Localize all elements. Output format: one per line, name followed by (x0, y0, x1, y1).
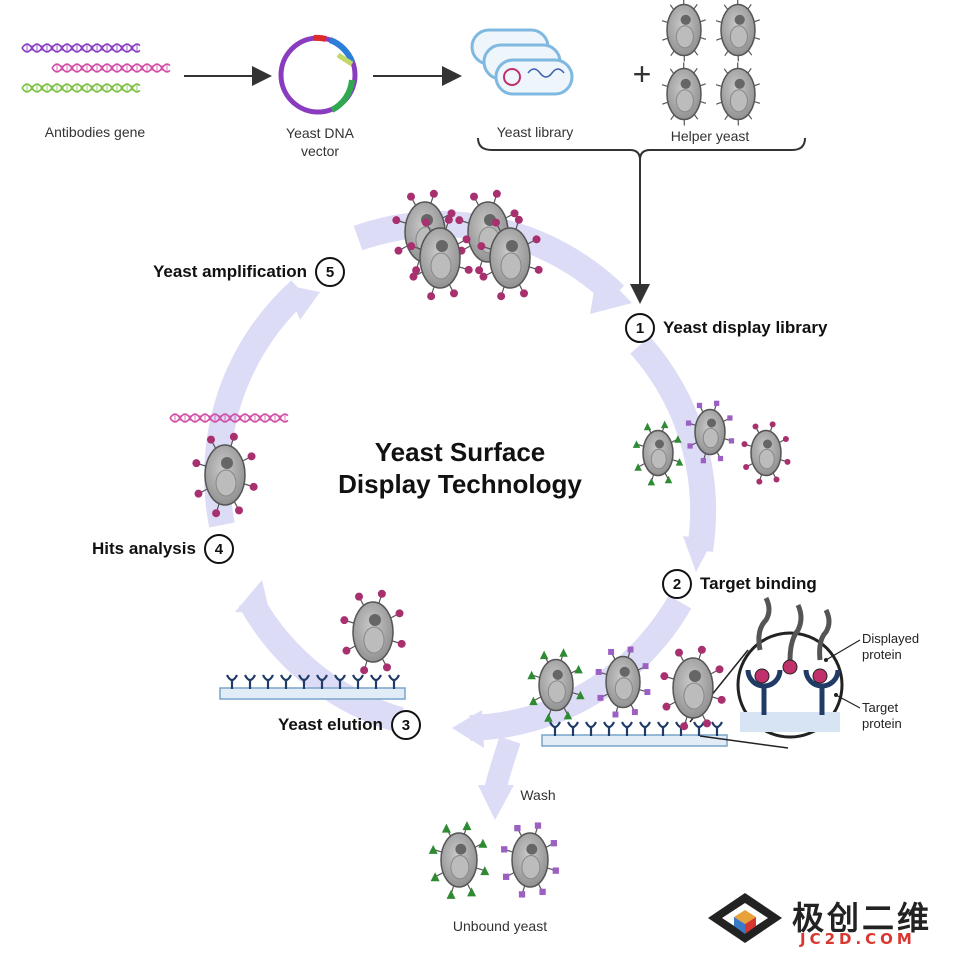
step-1-label: Yeast display library (663, 318, 828, 337)
elution-plate (219, 687, 406, 700)
bound-yeast-cell (660, 645, 726, 731)
binding-yeast-purple (595, 646, 651, 718)
dna-strands-icon (21, 43, 171, 93)
step-3: 3 Yeast elution (278, 710, 421, 740)
library-yeast-purple (685, 400, 735, 464)
step-4-label: Hits analysis (92, 539, 196, 558)
step-2: 2 Target binding (662, 569, 817, 599)
step-3-label: Yeast elution (278, 715, 383, 734)
amplified-yeast-cell-3 (407, 215, 473, 301)
plus-sign: + (632, 56, 652, 92)
watermark-url-text: JC2D.COM (800, 930, 916, 948)
yeast-dna-vector-label: Yeast DNA vector (286, 125, 354, 159)
target-antibodies (549, 721, 723, 736)
amplified-yeast-cell-4 (477, 215, 543, 301)
watermark-logo (708, 893, 782, 943)
displayed-protein-label: Displayed protein (862, 631, 920, 662)
library-yeast-green (632, 420, 684, 486)
step-1-number: 1 (625, 313, 655, 343)
step-4: 4 Hits analysis (92, 534, 234, 564)
helper-yeast-cell-2 (715, 0, 761, 62)
wash-label: Wash (520, 787, 556, 803)
step-5-number: 5 (315, 257, 345, 287)
unbound-yeast-label: Unbound yeast (452, 918, 548, 934)
step-4-number: 4 (203, 534, 234, 564)
antibodies-gene-label: Antibodies gene (44, 124, 146, 140)
diagram-title: Yeast Surface Display Technology (338, 437, 582, 499)
step-2-number: 2 (662, 569, 692, 599)
yeast-library-label: Yeast library (496, 124, 574, 140)
step-3-number: 3 (390, 710, 421, 740)
target-protein-label: Target protein (862, 700, 902, 731)
helper-yeast-cell-4 (715, 62, 761, 126)
hit-yeast-cell (192, 432, 258, 518)
watermark-cn-text: 极创二维 (792, 899, 933, 937)
helper-yeast-cell-3 (661, 62, 707, 126)
plasmid-vector-icon (278, 34, 358, 115)
step-5-label: Yeast amplification (153, 262, 307, 281)
helper-yeast-label: Helper yeast (670, 128, 750, 144)
library-yeast-magenta (741, 421, 791, 485)
elution-antibodies (226, 674, 400, 689)
cycle-arrows (204, 211, 717, 820)
yeast-cells (192, 0, 791, 899)
target-plate (541, 734, 728, 747)
step-5: 5 Yeast amplification (153, 257, 345, 287)
binding-inset-magnifier (689, 596, 861, 749)
unbound-yeast-green (428, 821, 490, 899)
eluted-yeast-cell (340, 589, 406, 675)
hit-dna-icon (169, 413, 289, 423)
step-2-label: Target binding (700, 574, 817, 593)
step-1: 1 Yeast display library (625, 313, 827, 343)
helper-yeast-cell-1 (661, 0, 707, 62)
yeast-library-icon (470, 28, 574, 96)
unbound-yeast-purple (501, 822, 559, 898)
binding-yeast-green (527, 648, 585, 722)
